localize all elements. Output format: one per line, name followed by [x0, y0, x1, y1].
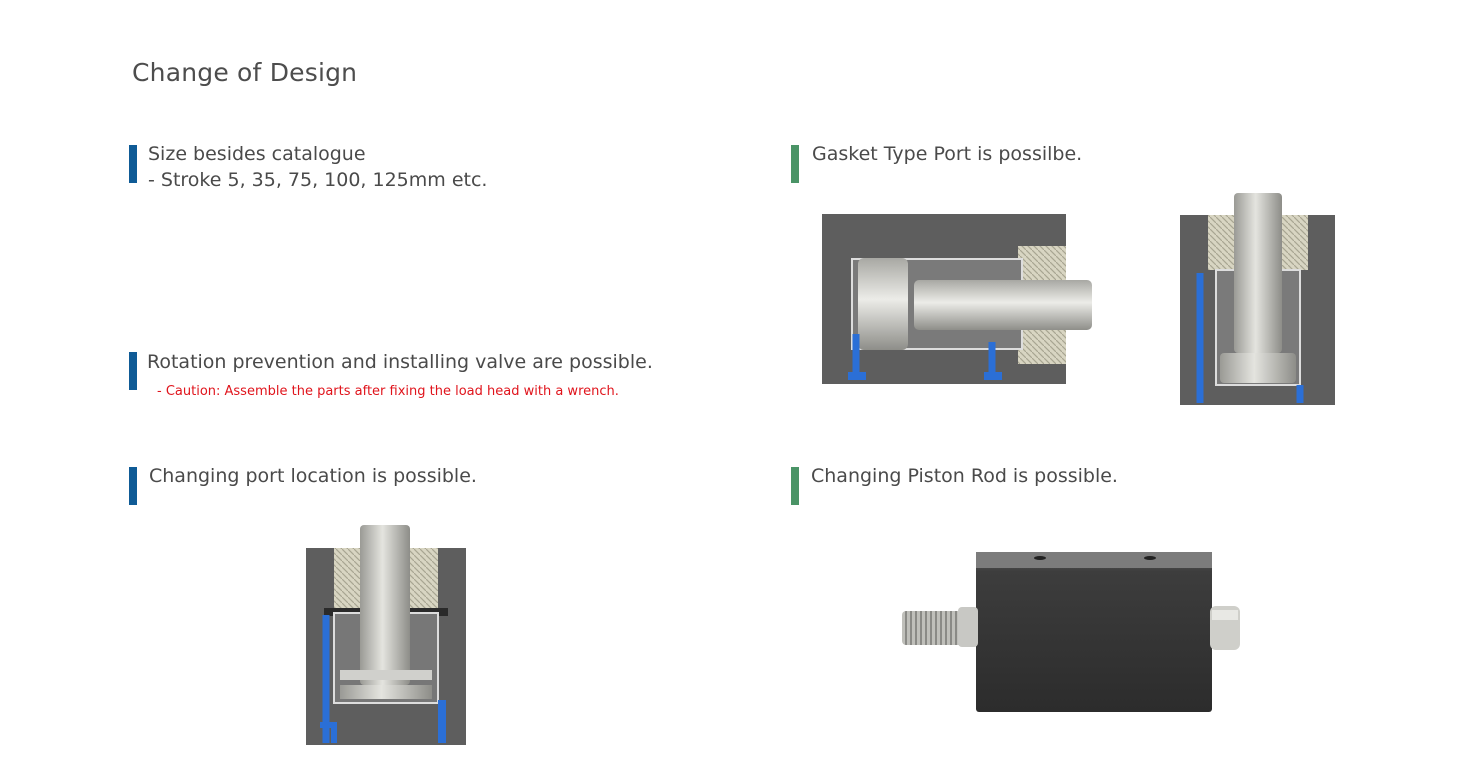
size-detail: - Stroke 5, 35, 75, 100, 125mm etc. [148, 169, 488, 191]
port-location-cutaway-image [306, 525, 466, 745]
piston-rod-heading: Changing Piston Rod is possible. [811, 465, 1118, 487]
gasket-heading: Gasket Type Port is possilbe. [812, 143, 1083, 165]
section-marker-size [129, 145, 137, 183]
section-marker-gasket [791, 145, 799, 183]
gasket-horizontal-cutaway-image [822, 214, 1092, 384]
rotation-heading: Rotation prevention and installing valve… [147, 351, 653, 373]
caution-note: - Caution: Assemble the parts after fixi… [157, 384, 619, 399]
section-marker-piston-rod [791, 467, 799, 505]
section-marker-rotation [129, 352, 137, 390]
piston-rod-cylinder-image [902, 552, 1240, 712]
port-location-heading: Changing port location is possible. [149, 465, 477, 487]
size-heading: Size besides catalogue [148, 143, 366, 165]
page-title: Change of Design [132, 58, 358, 87]
section-marker-port-location [129, 467, 137, 505]
gasket-vertical-cutaway-image [1180, 193, 1335, 405]
